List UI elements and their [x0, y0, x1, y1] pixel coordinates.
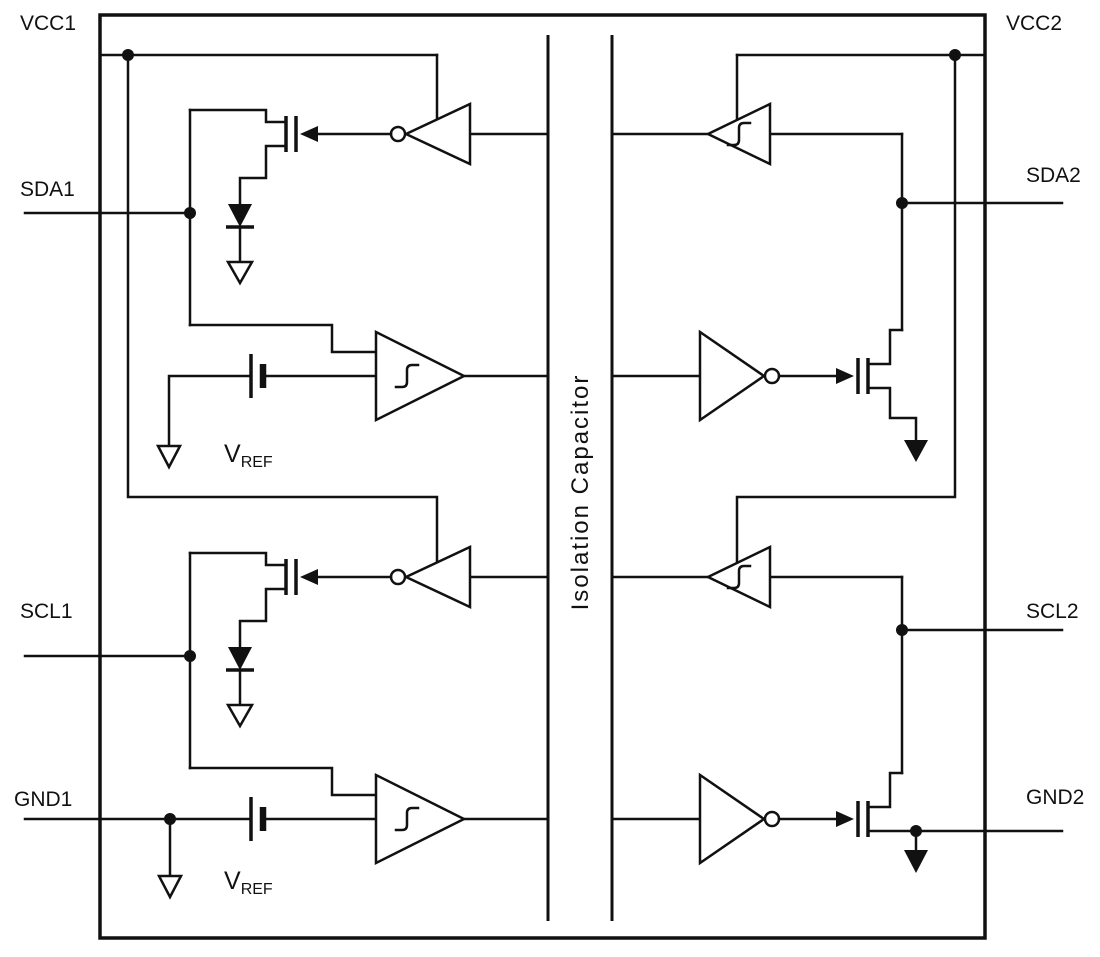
inverter-bubble-icon — [389, 125, 407, 143]
ground-filled-icon — [904, 440, 928, 462]
device-outline — [98, 13, 987, 940]
pin-label-sda1: SDA1 — [20, 178, 75, 201]
mosfet-icon — [856, 328, 918, 442]
inverter-bubble-icon — [763, 367, 781, 385]
diode-triangle — [228, 647, 252, 670]
rx-inverter-icon — [698, 772, 767, 866]
tx-branch-wire — [188, 766, 378, 797]
inverter-bubble-icon — [763, 810, 781, 828]
diode-triangle — [228, 204, 252, 227]
vcc2-feed-bottom — [735, 53, 957, 564]
hysteresis-glyph — [726, 564, 752, 590]
tx-schmitt-icon — [374, 329, 467, 423]
rx-inverter-icon — [698, 329, 767, 423]
hysteresis-glyph — [394, 806, 420, 832]
vcc1-rail — [98, 49, 439, 564]
mosfet-source-lead — [866, 386, 918, 442]
pin-label-gnd1: GND1 — [14, 788, 72, 811]
mosfet-icon — [238, 116, 298, 206]
sda1-drain-link — [188, 108, 288, 124]
diode-icon — [226, 647, 254, 672]
vref-battery-icon — [249, 797, 378, 841]
tx-schmitt-icon — [374, 772, 467, 866]
scl2-channel — [610, 545, 1064, 873]
gate-arrow-icon — [836, 368, 854, 384]
ground-open-icon — [156, 874, 184, 900]
sda2-channel — [610, 102, 1064, 462]
vref-label: VREF — [224, 867, 273, 898]
ground-filled-icon — [904, 850, 928, 873]
ground-open-icon — [225, 703, 255, 729]
pin-label-gnd2: GND2 — [1026, 786, 1084, 809]
mosfet-icon — [238, 559, 298, 649]
isolation-barrier: Isolation Capacitor — [546, 35, 614, 921]
gate-arrow-icon — [300, 569, 318, 585]
mosfet-source-lead — [238, 587, 288, 649]
barrier-label: Isolation Capacitor — [567, 374, 594, 611]
inverter-bubble-icon — [389, 568, 407, 586]
vcc1-feed-bottom — [126, 53, 439, 564]
sda1-channel: VREF — [23, 102, 550, 471]
scl1-channel: VREF — [23, 545, 550, 900]
gate-arrow-icon — [836, 811, 854, 827]
ground-open-icon — [225, 260, 255, 286]
mosfet-drain-lead — [866, 771, 904, 809]
tx-branch-wire — [188, 323, 378, 354]
hysteresis-glyph — [394, 363, 420, 389]
junction-dot — [949, 49, 961, 61]
pin-label-vcc1: VCC1 — [20, 12, 76, 35]
gate-arrow-icon — [300, 126, 318, 142]
rx-inverter-icon — [403, 545, 472, 609]
mosfet-icon — [856, 771, 904, 837]
hysteresis-glyph — [726, 121, 752, 147]
pin-label-vcc2: VCC2 — [1006, 12, 1062, 35]
ground-open-icon — [155, 444, 183, 470]
vref-label: VREF — [224, 440, 273, 471]
mosfet-drain-lead — [866, 328, 904, 366]
diode-icon — [226, 204, 254, 229]
scl1-drain-link — [188, 551, 288, 567]
junction-dot — [122, 49, 134, 61]
pin-label-scl2: SCL2 — [1026, 600, 1079, 623]
vcc2-rail — [735, 49, 987, 564]
rx-inverter-icon — [403, 102, 472, 166]
vref-battery-icon — [167, 354, 378, 448]
pin-label-sda2: SDA2 — [1026, 164, 1081, 187]
mosfet-source-lead — [238, 144, 288, 206]
battery-ground-wire — [167, 374, 253, 448]
pin-label-scl1: SCL1 — [20, 600, 73, 623]
